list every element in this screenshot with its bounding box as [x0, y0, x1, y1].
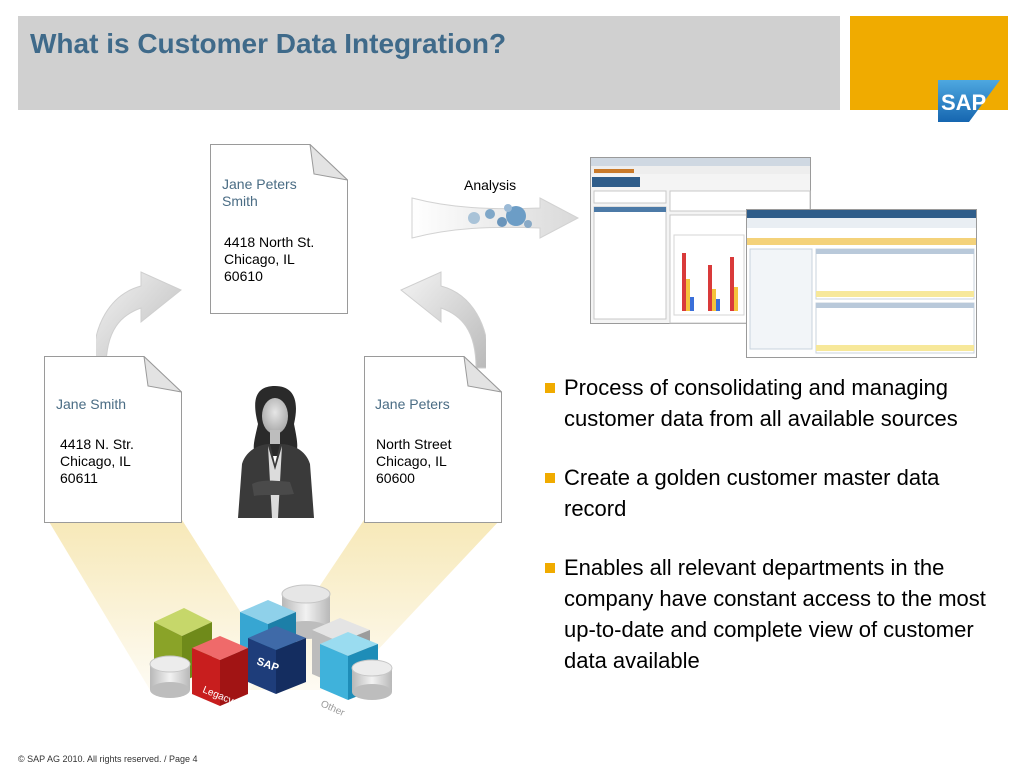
address-line: Chicago, IL	[60, 453, 131, 469]
analysis-label: Analysis	[464, 177, 517, 193]
address-line: 4418 N. Str.	[60, 436, 134, 452]
slide-title: What is Customer Data Integration?	[30, 28, 507, 59]
data-sources-illustration: Legacy SAP Other	[149, 584, 393, 719]
logo-box: SAP	[850, 16, 1008, 122]
bullet-text: Process of consolidating and managing cu…	[564, 375, 958, 431]
source-left-address: 4418 N. Str. Chicago, IL 60611	[60, 436, 134, 487]
bullet-item: Enables all relevant departments in the …	[544, 552, 1004, 676]
golden-record-document: Jane Peters Smith 4418 North St. Chicago…	[210, 144, 348, 314]
database-icon	[149, 655, 191, 698]
address-line: 4418 North St.	[224, 234, 315, 250]
source-right-address: North Street Chicago, IL 60600	[376, 436, 451, 487]
source-document-left: Jane Smith 4418 N. Str. Chicago, IL 6061…	[44, 356, 182, 523]
businesswoman-photo	[238, 386, 314, 518]
source-document-right: Jane Peters North Street Chicago, IL 606…	[364, 356, 502, 523]
database-icon	[351, 659, 393, 700]
document-icon	[364, 356, 502, 523]
analytics-screenshot	[590, 157, 977, 358]
footer-copyright: © SAP AG 2010. All rights reserved. / Pa…	[18, 754, 198, 764]
address-line: Chicago, IL	[376, 453, 447, 469]
sap-logo: SAP	[938, 80, 1000, 122]
sap-logo-text: SAP	[941, 90, 986, 115]
sap-cube-icon: SAP	[248, 626, 306, 694]
address-line: Chicago, IL	[224, 251, 295, 267]
legacy-cube-icon: Legacy	[192, 636, 248, 707]
bullet-marker-icon	[545, 383, 555, 393]
address-line: 60610	[224, 268, 263, 284]
bullet-marker-icon	[545, 563, 555, 573]
bullet-item: Create a golden customer master data rec…	[544, 462, 1004, 524]
analysis-funnel-icon	[411, 197, 580, 239]
address-line: North Street	[376, 436, 452, 452]
golden-record-name: Jane Peters Smith	[222, 176, 297, 209]
curved-arrow-left-icon	[96, 271, 182, 369]
address-line: 60611	[60, 470, 98, 486]
source-left-name: Jane Smith	[56, 396, 127, 412]
document-icon	[210, 144, 348, 314]
bullet-list: Process of consolidating and managing cu…	[544, 372, 1004, 704]
document-icon	[44, 356, 182, 523]
golden-record-address: 4418 North St. Chicago, IL 60610	[224, 234, 314, 285]
address-line: 60600	[376, 470, 415, 486]
bullet-text: Create a golden customer master data rec…	[564, 465, 940, 521]
title-bar: What is Customer Data Integration?	[18, 16, 840, 110]
bullet-item: Process of consolidating and managing cu…	[544, 372, 1004, 434]
bullet-marker-icon	[545, 473, 555, 483]
source-right-name: Jane Peters	[375, 396, 450, 412]
curved-arrow-right-icon	[400, 271, 486, 369]
bullet-text: Enables all relevant departments in the …	[564, 555, 986, 673]
other-label: Other	[319, 699, 347, 719]
